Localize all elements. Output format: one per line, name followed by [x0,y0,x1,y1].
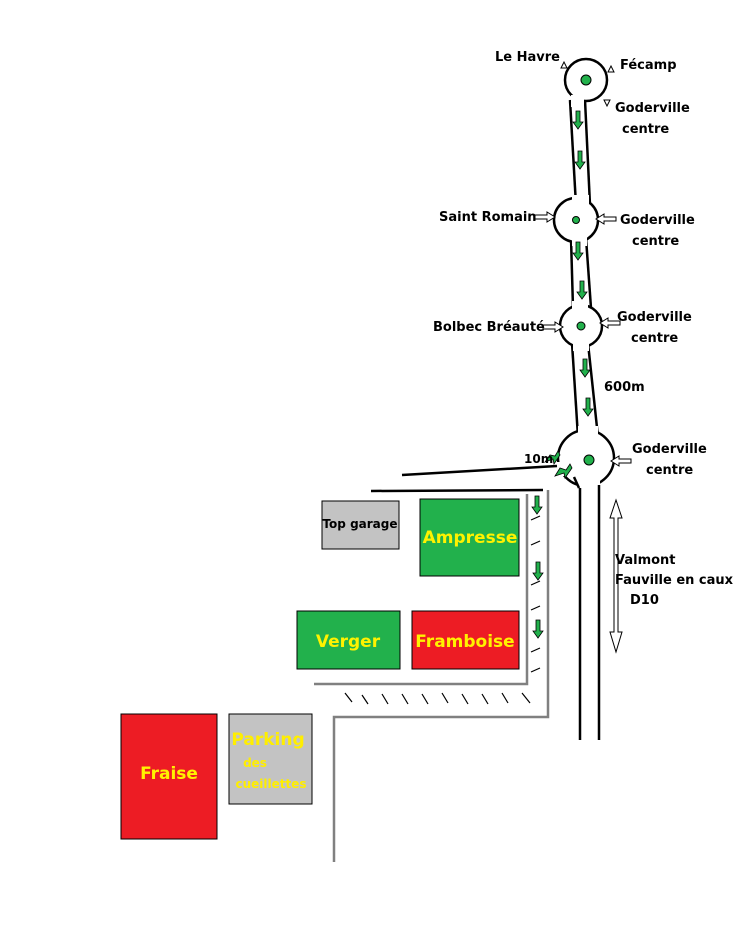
zone-ampresse: Ampresse [419,498,520,577]
zone-top-garage: Top garage [321,500,400,550]
roundabout-1: Le Havre Fécamp Goderville centre [495,50,690,137]
zone-label-framboise: Framboise [415,632,514,652]
direction-arrow-icon [554,463,573,479]
direction-arrow-icon [576,280,588,300]
label-goderville-2: Goderville [620,213,695,228]
road-d10 [578,485,601,740]
direction-arrows [572,110,594,417]
distance-10m: 10m [524,452,553,466]
label-goderville-1: Goderville [615,101,690,116]
zone-parking: Parking des cueillettes [228,713,313,805]
direction-arrow-icon [543,450,561,466]
zone-framboise: Framboise [411,610,520,670]
road-label-valmont: Valmont [615,553,676,568]
zone-label-top-garage: Top garage [322,517,397,531]
distance-600m: 600m [604,380,645,395]
label-saint-romain: Saint Romain [439,210,537,225]
label-fecamp: Fécamp [620,58,677,73]
roundabout-4: Goderville centre [543,426,707,490]
direction-arrow-icon [532,619,544,639]
triangle-exit-icon [560,60,568,69]
zone-label-verger: Verger [316,632,381,652]
label-centre-3: centre [631,331,678,346]
direction-arrow-icon [532,561,544,581]
zone-label-ampresse: Ampresse [423,528,518,548]
lane-hatching [344,515,541,705]
parking-label-1: Parking [231,730,304,750]
arrow-in-icon [534,211,556,223]
zone-fraise: Fraise [120,713,218,840]
roundabout-2: Saint Romain Goderville centre [439,195,695,249]
triangle-exit-icon [607,64,615,73]
parking-label-3: cueillettes [235,777,306,791]
parking-label-2: des [243,756,267,770]
roundabout-3: Bolbec Bréauté Goderville centre [433,301,692,351]
zone-verger: Verger [296,610,401,670]
road-label-d10: D10 [630,593,659,608]
direction-arrow-icon [579,358,591,378]
label-goderville-4: Goderville [632,442,707,457]
two-way-arrow-icon [609,498,623,654]
zone-label-fraise: Fraise [140,764,198,784]
direction-arrow-icon [531,495,543,515]
inner-lane [314,490,550,862]
direction-arrow-icon [572,110,584,130]
label-centre-4: centre [646,463,693,478]
direction-arrow-icon [582,397,594,417]
triangle-exit-icon [603,99,611,108]
access-lane [370,464,581,493]
label-bolbec-breaute: Bolbec Bréauté [433,320,545,335]
direction-arrow-icon [574,150,586,170]
label-centre-1: centre [622,122,669,137]
label-le-havre: Le Havre [495,50,560,65]
label-goderville-3: Goderville [617,310,692,325]
road-label-fauville: Fauville en caux [615,573,734,588]
main-road [568,99,600,438]
label-centre-2: centre [632,234,679,249]
